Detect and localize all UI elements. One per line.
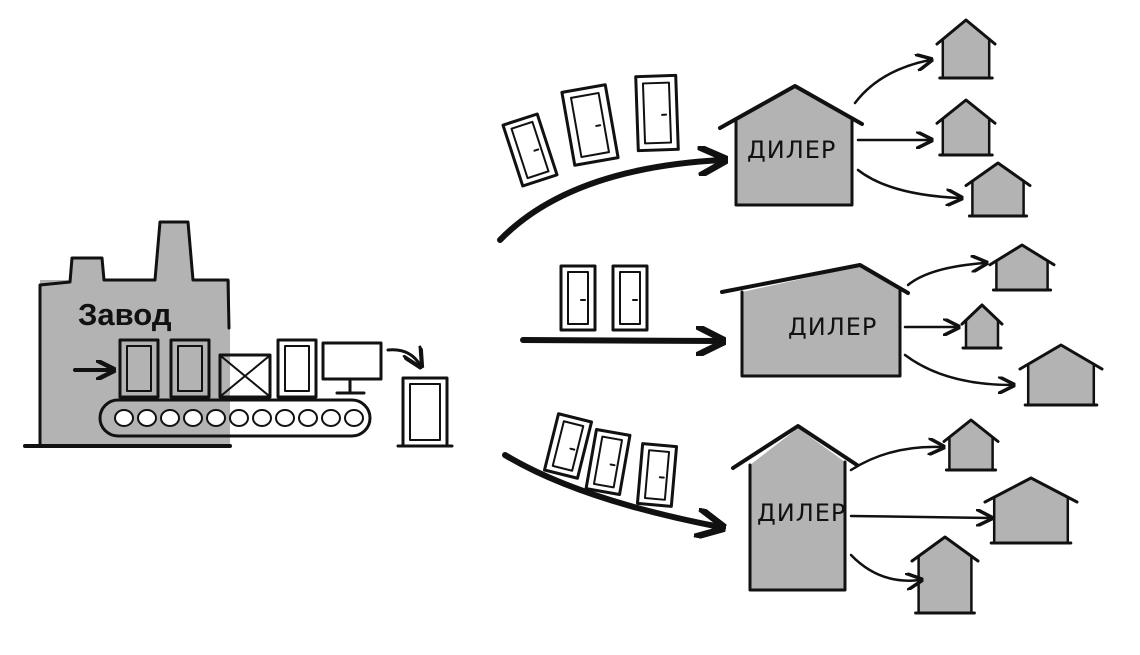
conveyor-roller [253, 410, 271, 426]
door-icon [561, 266, 595, 330]
conveyor-roller [115, 410, 133, 426]
door-icon [562, 85, 618, 166]
door-icon [398, 378, 452, 446]
retail-houses [912, 20, 1102, 613]
arrow-icon [905, 355, 1012, 385]
dealer-label: ДИЛЕР [757, 499, 846, 527]
arrow-icon [500, 160, 722, 240]
dealer-label: ДИЛЕР [788, 313, 877, 341]
door-icon [613, 266, 647, 330]
conveyor-roller [322, 410, 340, 426]
arrow-icon [851, 447, 942, 470]
retail-house-icon [1020, 345, 1102, 405]
retail-house-icon [966, 163, 1030, 216]
door-icon [278, 340, 316, 397]
conveyor-roller [207, 410, 225, 426]
conveyor-roller [345, 410, 363, 426]
dealer-label: ДИЛЕР [747, 136, 836, 164]
dealer-house-icon: ДИЛЕР [720, 86, 862, 205]
retail-house-icon [990, 245, 1054, 290]
retail-house-icon [937, 100, 995, 155]
dealer-house-icon: ДИЛЕР [733, 426, 857, 590]
conveyor-roller [276, 410, 294, 426]
conveyor-roller [230, 410, 248, 426]
arrow-icon [851, 555, 920, 581]
monitor-icon [323, 343, 381, 393]
arrow-icon [858, 170, 960, 198]
conveyor-roller [299, 410, 317, 426]
dealer-house-icon: ДИЛЕР [722, 265, 908, 376]
door-icon [586, 430, 630, 495]
retail-house-icon [912, 537, 978, 613]
conveyor-roller [138, 410, 156, 426]
shipment-middle [561, 266, 647, 330]
arrow-icon [523, 340, 720, 341]
door-icon [544, 414, 591, 479]
conveyor-roller [184, 410, 202, 426]
door-icon [503, 114, 557, 186]
conveyor-roller [161, 410, 179, 426]
door-icon [637, 444, 676, 507]
arrow-icon [851, 516, 990, 518]
arrow-icon [855, 60, 930, 103]
arrow-icon [908, 263, 985, 285]
retail-house-icon [937, 20, 995, 78]
retail-house-icon [962, 305, 1002, 348]
retail-house-icon [985, 478, 1077, 543]
door-icon [636, 75, 679, 150]
distribution-arrows [500, 160, 722, 527]
factory-label: Завод [78, 297, 172, 332]
arrow-icon [388, 350, 420, 365]
retail-house-icon [944, 420, 998, 470]
shipment-bottom [544, 414, 676, 507]
